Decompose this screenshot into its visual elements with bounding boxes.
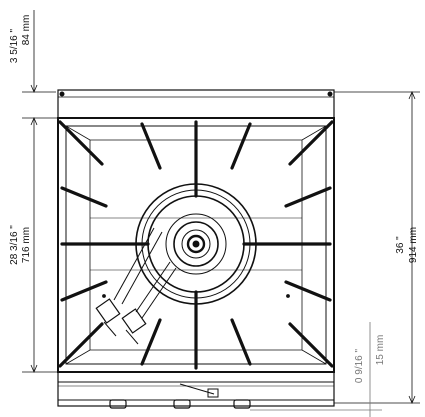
burner-ring-5 [173,221,219,267]
control-knob-center [173,399,191,409]
grate-bar-top-left [140,122,162,170]
corner-screw-left [59,91,65,97]
burner-center [192,240,200,248]
grate-bar-left-upper [60,186,108,208]
control-rail [57,381,335,409]
bottom-offset-inches-label: 0 9/16 " [354,348,365,383]
gas-pipe-left-b [121,231,163,305]
fixing-dot-left [102,294,106,298]
burner-ring-6 [181,229,211,259]
gas-pipes [95,227,290,345]
bottom-offset-mm-label: 15 mm [375,335,386,366]
overall-depth-top-arrow [408,90,416,100]
top-offset-inches-label: 3 5/16 " [9,28,20,63]
control-knob-left [109,399,127,409]
overall-depth-bottom-arrow [408,395,416,405]
tray-corner-br [301,349,327,365]
grate-bar-corner-tr [288,120,334,166]
top-offset-mm-label: 84 mm [21,15,32,46]
fixing-dot-right [286,294,290,298]
control-valve [207,388,219,398]
grate-bar-bottom-right [230,318,252,366]
gas-fitting-left [103,321,117,337]
control-knob-right [233,399,251,409]
grate-bar-corner-tl [58,120,104,166]
gas-pipe-left-a [113,227,155,301]
gas-pipe-right-b [141,267,177,319]
grate-depth-mm-label: 716 mm [21,227,32,263]
overall-depth-mm-label: 914 mm [408,227,419,263]
grate-depth-inches-label: 28 3/16 " [9,225,20,265]
control-rail-panel [57,381,335,401]
gas-valve-left [95,298,121,324]
burner [135,183,257,305]
grate-bars [58,120,334,370]
grate-bar-bottom-left [140,318,162,366]
grate-bar-right-upper [284,186,332,208]
tray-corner-bl [65,349,91,365]
grate-depth-top-arrow [30,116,38,126]
grate-bar-corner-bl [58,322,104,368]
burner-ring-2 [141,189,251,299]
grate-depth-bottom-arrow [30,364,38,374]
grate-outer-frame [57,117,335,373]
corner-screw-right [327,91,333,97]
overall-depth-inches-label: 36 " [395,236,406,254]
top-offset-arrow [30,84,38,94]
gas-pipe-right-a [135,261,171,313]
dimension-lines [22,10,420,417]
burner-ring-3 [147,195,245,293]
tray-corner-tl [65,125,91,141]
burner-cap [186,234,206,254]
tray-corner-tr [301,125,327,141]
grate-bar-corner-br [288,322,334,368]
burner-ring-outer [135,183,257,305]
gas-fitting-right [125,329,139,345]
grate-bar-left-lower [60,280,108,302]
gas-valve-right [121,308,147,334]
grate-bar-right-lower [284,280,332,302]
grate-bar-top-right [230,122,252,170]
burner-ring-4 [165,213,227,275]
